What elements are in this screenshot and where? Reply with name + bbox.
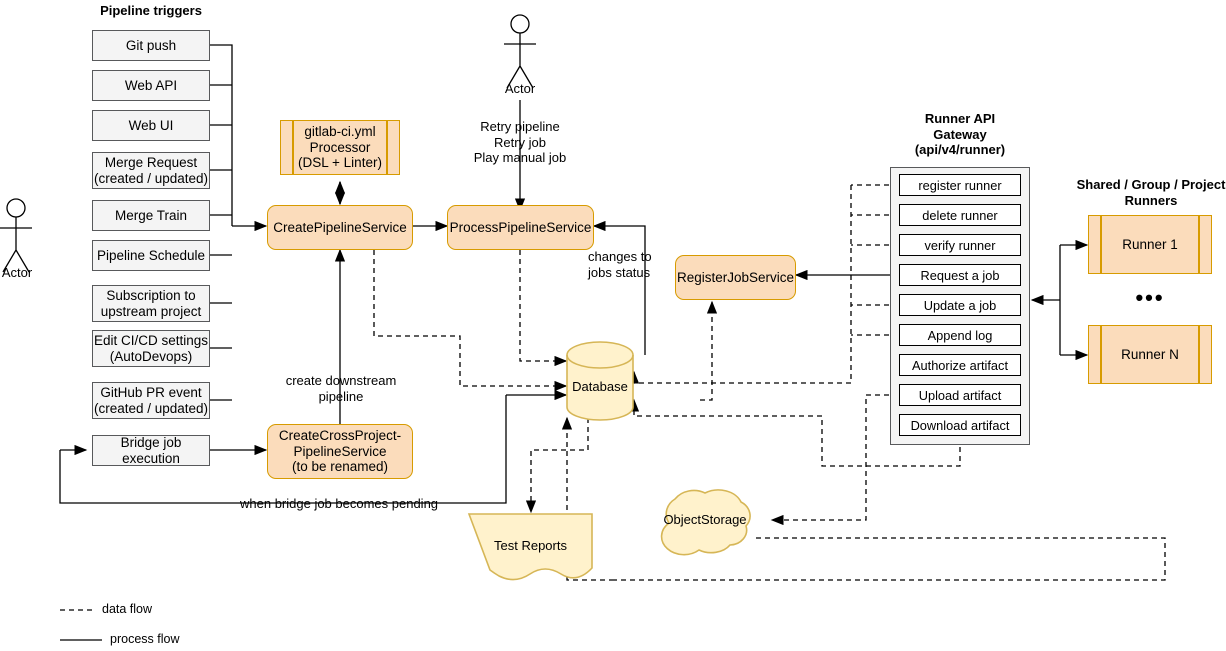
actor-top-label: Actor bbox=[504, 81, 536, 96]
trigger-github-pr-event[interactable]: GitHub PR event (created / updated) bbox=[92, 382, 210, 419]
component-bar-right bbox=[1198, 216, 1200, 273]
runners-ellipsis: ••• bbox=[1135, 285, 1165, 310]
trigger-label: Git push bbox=[125, 37, 177, 53]
api-endpoint-upload-artifact[interactable]: Upload artifact bbox=[899, 384, 1021, 406]
trigger-merge-train[interactable]: Merge Train bbox=[92, 200, 210, 231]
trigger-label: Pipeline Schedule bbox=[96, 247, 206, 263]
trigger-label: Bridge job execution bbox=[120, 434, 182, 466]
api-endpoint-request-a-job[interactable]: Request a job bbox=[899, 264, 1021, 286]
api-endpoint-label: register runner bbox=[918, 177, 1002, 193]
api-endpoint-label: Authorize artifact bbox=[911, 357, 1009, 373]
trigger-web-ui[interactable]: Web UI bbox=[92, 110, 210, 141]
service-label: CreateCrossProject- PipelineService (to … bbox=[278, 427, 402, 475]
create-downstream-pipeline-label: create downstream pipeline bbox=[285, 373, 397, 404]
process-pipeline-service-node[interactable]: ProcessPipelineService bbox=[447, 205, 594, 250]
runner-label: Runner 1 bbox=[1122, 236, 1178, 252]
api-endpoint-label: Request a job bbox=[920, 267, 1000, 283]
api-endpoint-authorize-artifact[interactable]: Authorize artifact bbox=[899, 354, 1021, 376]
database-label: Database bbox=[572, 379, 628, 394]
trigger-label: Merge Request (created / updated) bbox=[93, 154, 209, 186]
component-bar-right bbox=[1198, 326, 1200, 383]
object-storage-label: ObjectStorage bbox=[663, 512, 747, 527]
trigger-subscription-upstream[interactable]: Subscription to upstream project bbox=[92, 285, 210, 322]
api-endpoint-register-runner[interactable]: register runner bbox=[899, 174, 1021, 196]
actor-left-label: Actor bbox=[1, 265, 33, 280]
api-endpoint-label: delete runner bbox=[922, 207, 998, 223]
trigger-bridge-job-execution[interactable]: Bridge job execution bbox=[92, 435, 210, 466]
service-label: CreatePipelineService bbox=[273, 219, 407, 235]
service-label: ProcessPipelineService bbox=[449, 219, 592, 235]
pipeline-triggers-title: Pipeline triggers bbox=[100, 3, 202, 18]
trigger-git-push[interactable]: Git push bbox=[92, 30, 210, 61]
api-endpoint-append-log[interactable]: Append log bbox=[899, 324, 1021, 346]
api-endpoint-delete-runner[interactable]: delete runner bbox=[899, 204, 1021, 226]
api-endpoint-label: Update a job bbox=[923, 297, 997, 313]
trigger-label: Merge Train bbox=[114, 207, 188, 223]
service-label: RegisterJobService bbox=[676, 269, 795, 285]
runner-n-node[interactable]: Runner N bbox=[1088, 325, 1212, 384]
trigger-label: Edit CI/CD settings (AutoDevops) bbox=[93, 332, 209, 364]
legend-data-flow-label: data flow bbox=[102, 602, 153, 616]
api-endpoint-label: verify runner bbox=[924, 237, 996, 253]
component-bar-right bbox=[386, 121, 388, 174]
trigger-merge-request[interactable]: Merge Request (created / updated) bbox=[92, 152, 210, 189]
runner-api-gateway-title: Runner API Gateway (api/v4/runner) bbox=[914, 111, 1006, 158]
component-bar-left bbox=[1100, 326, 1102, 383]
runner-1-node[interactable]: Runner 1 bbox=[1088, 215, 1212, 274]
trigger-web-api[interactable]: Web API bbox=[92, 70, 210, 101]
api-endpoint-download-artifact[interactable]: Download artifact bbox=[899, 414, 1021, 436]
register-job-service-node[interactable]: RegisterJobService bbox=[675, 255, 796, 300]
api-endpoint-label: Download artifact bbox=[910, 417, 1010, 433]
api-endpoint-verify-runner[interactable]: verify runner bbox=[899, 234, 1021, 256]
runners-title: Shared / Group / Project Runners bbox=[1076, 177, 1226, 208]
api-endpoint-label: Upload artifact bbox=[918, 387, 1002, 403]
trigger-label: Web UI bbox=[128, 117, 174, 133]
api-endpoint-update-a-job[interactable]: Update a job bbox=[899, 294, 1021, 316]
create-pipeline-service-node[interactable]: CreatePipelineService bbox=[267, 205, 413, 250]
trigger-label: GitHub PR event (created / updated) bbox=[93, 384, 209, 416]
trigger-label: Subscription to upstream project bbox=[100, 287, 202, 319]
trigger-pipeline-schedule[interactable]: Pipeline Schedule bbox=[92, 240, 210, 271]
trigger-edit-cicd-settings[interactable]: Edit CI/CD settings (AutoDevops) bbox=[92, 330, 210, 367]
test-reports-label: Test Reports bbox=[494, 538, 567, 553]
create-cross-project-pipeline-service-node[interactable]: CreateCrossProject- PipelineService (to … bbox=[267, 424, 413, 479]
component-bar-left bbox=[1100, 216, 1102, 273]
when-bridge-job-becomes-pending-label: when bridge job becomes pending bbox=[240, 496, 439, 511]
gitlab-ci-yml-processor-node[interactable]: gitlab-ci.yml Processor (DSL + Linter) bbox=[280, 120, 400, 175]
component-bar-left bbox=[292, 121, 294, 174]
retry-pipeline-label: Retry pipeline Retry job Play manual job bbox=[473, 119, 567, 166]
runner-label: Runner N bbox=[1121, 346, 1179, 362]
changes-to-jobs-status-label: changes to jobs status bbox=[588, 249, 652, 280]
service-label: gitlab-ci.yml Processor (DSL + Linter) bbox=[298, 123, 382, 171]
trigger-label: Web API bbox=[124, 77, 178, 93]
legend-process-flow-label: process flow bbox=[110, 632, 180, 646]
api-endpoint-label: Append log bbox=[927, 327, 993, 343]
